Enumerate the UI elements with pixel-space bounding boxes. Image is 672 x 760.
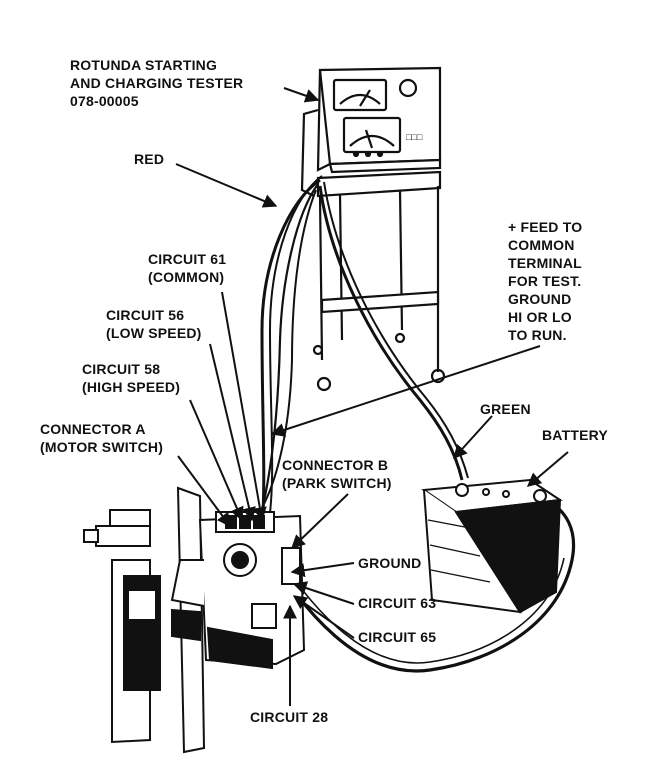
- feed-note-line3: TERMINAL: [508, 255, 582, 271]
- tester-label: ROTUNDA STARTING AND CHARGING TESTER 078…: [70, 56, 243, 110]
- feed-note-line1: + FEED TO: [508, 219, 583, 235]
- feed-note-line5: GROUND: [508, 291, 572, 307]
- tester-label-line2: AND CHARGING TESTER: [70, 75, 244, 91]
- tester-label-line3: 078-00005: [70, 93, 139, 109]
- circuit-28-label: CIRCUIT 28: [250, 709, 329, 725]
- circuit-61-line2: (COMMON): [148, 269, 225, 285]
- circuit-58-line1: CIRCUIT 58: [82, 361, 161, 377]
- tester-cart: □□□: [300, 66, 446, 392]
- connector-b-label: CONNECTOR B (PARK SWITCH): [282, 456, 392, 492]
- ground-label: GROUND: [358, 555, 422, 571]
- circuit-65-label: CIRCUIT 65: [358, 629, 437, 645]
- connector-a-line1: CONNECTOR A: [40, 421, 146, 437]
- red-lead-label: RED: [134, 151, 165, 167]
- green-lead-label: GREEN: [480, 401, 531, 417]
- leader-lines: [175, 87, 569, 706]
- circuit-61-line1: CIRCUIT 61: [148, 251, 227, 267]
- tester-label-line1: ROTUNDA STARTING: [70, 57, 218, 73]
- battery-label: BATTERY: [542, 427, 608, 443]
- circuit-58-label: CIRCUIT 58 (HIGH SPEED): [82, 360, 180, 396]
- circuit-61-label: CIRCUIT 61 (COMMON): [148, 250, 226, 286]
- feed-note: + FEED TO COMMON TERMINAL FOR TEST. GROU…: [508, 218, 582, 344]
- feed-note-line2: COMMON: [508, 237, 575, 253]
- circuit-56-line2: (LOW SPEED): [106, 325, 202, 341]
- battery: [421, 478, 563, 614]
- test-leads: [249, 175, 576, 673]
- circuit-56-label: CIRCUIT 56 (LOW SPEED): [106, 306, 202, 342]
- circuit-56-line1: CIRCUIT 56: [106, 307, 185, 323]
- circuit-58-line2: (HIGH SPEED): [82, 379, 181, 395]
- circuit-63-label: CIRCUIT 63: [358, 595, 437, 611]
- feed-note-line4: FOR TEST.: [508, 273, 582, 289]
- feed-note-line7: TO RUN.: [508, 327, 567, 343]
- svg-text:□□□: □□□: [406, 132, 423, 142]
- feed-note-line6: HI OR LO: [508, 309, 572, 325]
- connector-a-label: CONNECTOR A (MOTOR SWITCH): [40, 420, 163, 456]
- connector-a-line2: (MOTOR SWITCH): [40, 439, 164, 455]
- connector-b-line2: (PARK SWITCH): [282, 475, 392, 491]
- connector-b-line1: CONNECTOR B: [282, 457, 389, 473]
